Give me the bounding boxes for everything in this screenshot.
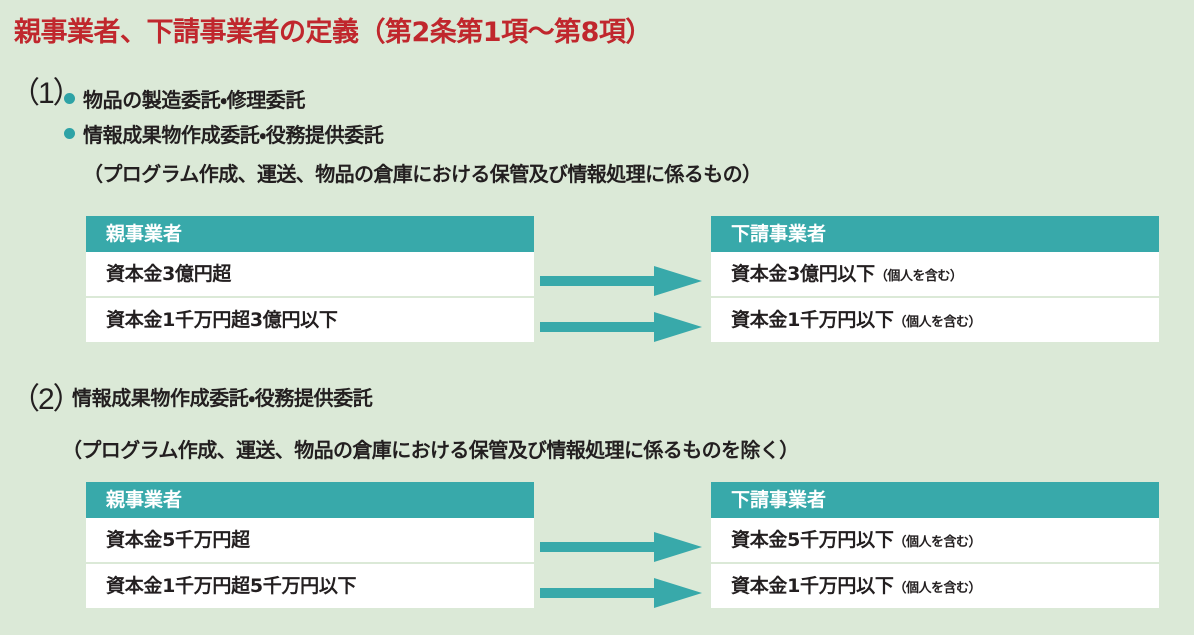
section-1-bullet-2: 情報成果物作成委託・役務提供委託 [64,119,384,148]
table-row: 資本金3億円以下（個人を含む） [711,252,1159,296]
section-2-left-row-2-wrap: 資本金1千万円超5千万円以下 [86,564,534,608]
section-2-header: （2） 情報成果物作成委託・役務提供委託 [0,378,1194,416]
section-1-bullet-1-label: 物品の製造委託・修理委託 [83,88,305,112]
row-main-text: 資本金1千万円以下 [731,575,894,597]
table-row: 資本金1千万円以下（個人を含む） [711,564,1159,608]
table-row: 資本金1千万円以下（個人を含む） [711,298,1159,342]
row-note-text: （個人を含む） [874,269,963,284]
section-2-note: （プログラム作成、運送、物品の倉庫における保管及び情報処理に係るものを除く） [62,438,799,462]
page-title: 親事業者、下請事業者の定義（第2条第1項〜第8項） [14,17,652,48]
table-row: 資本金5千万円以下（個人を含む） [711,518,1159,562]
table-row: 資本金5千万円超 [86,518,534,562]
section-2-right-table-header: 下請事業者 [711,482,1159,518]
section-1: （1） 物品の製造委託・修理委託 情報成果物作成委託・役務提供委託 [0,72,1194,147]
section-1-bullet-2-label: 情報成果物作成委託・役務提供委託 [83,123,384,147]
section-1-right-table-header: 下請事業者 [711,216,1159,252]
section-1-right-row-1-wrap: 資本金3億円以下（個人を含む） [711,252,1159,296]
row-main-text: 資本金5千万円以下 [731,529,894,551]
right-arrow-icon [540,532,702,562]
section-2-left-row-1-wrap: 資本金5千万円超 [86,518,534,562]
row-note-text: （個人を含む） [893,581,982,596]
section-2-right-row-2-wrap: 資本金1千万円以下（個人を含む） [711,564,1159,608]
section-1-note: （プログラム作成、運送、物品の倉庫における保管及び情報処理に係るもの） [83,162,762,186]
right-arrow-icon [540,266,702,296]
section-2-heading: 情報成果物作成委託・役務提供委託 [72,386,373,410]
section-2-left-table-header-wrap: 親事業者 [86,482,534,518]
row-note-text: （個人を含む） [893,315,982,330]
section-1-left-table-header-wrap: 親事業者 [86,216,534,252]
section-1-left-row-1-wrap: 資本金3億円超 [86,252,534,296]
right-arrow-icon [540,312,702,342]
row-main-text: 資本金3億円以下 [731,263,875,285]
table-row: 資本金1千万円超5千万円以下 [86,564,534,608]
row-main-text: 資本金1千万円以下 [731,309,894,331]
section-2-right-row-1-wrap: 資本金5千万円以下（個人を含む） [711,518,1159,562]
section-1-bullet-1: 物品の製造委託・修理委託 [64,84,305,113]
section-1-right-table-header-wrap: 下請事業者 [711,216,1159,252]
section-2-left-table-header: 親事業者 [86,482,534,518]
section-1-left-table-header: 親事業者 [86,216,534,252]
section-2-right-table-header-wrap: 下請事業者 [711,482,1159,518]
bullet-dot-icon [64,128,75,139]
bullet-dot-icon [64,93,75,104]
table-row: 資本金1千万円超3億円以下 [86,298,534,342]
row-note-text: （個人を含む） [893,535,982,550]
section-1-right-row-2-wrap: 資本金1千万円以下（個人を含む） [711,298,1159,342]
section-2-number: （2） [10,383,83,416]
right-arrow-icon [540,578,702,608]
table-row: 資本金3億円超 [86,252,534,296]
section-1-left-row-2-wrap: 資本金1千万円超3億円以下 [86,298,534,342]
section-2: （2） 情報成果物作成委託・役務提供委託 [0,378,1194,416]
